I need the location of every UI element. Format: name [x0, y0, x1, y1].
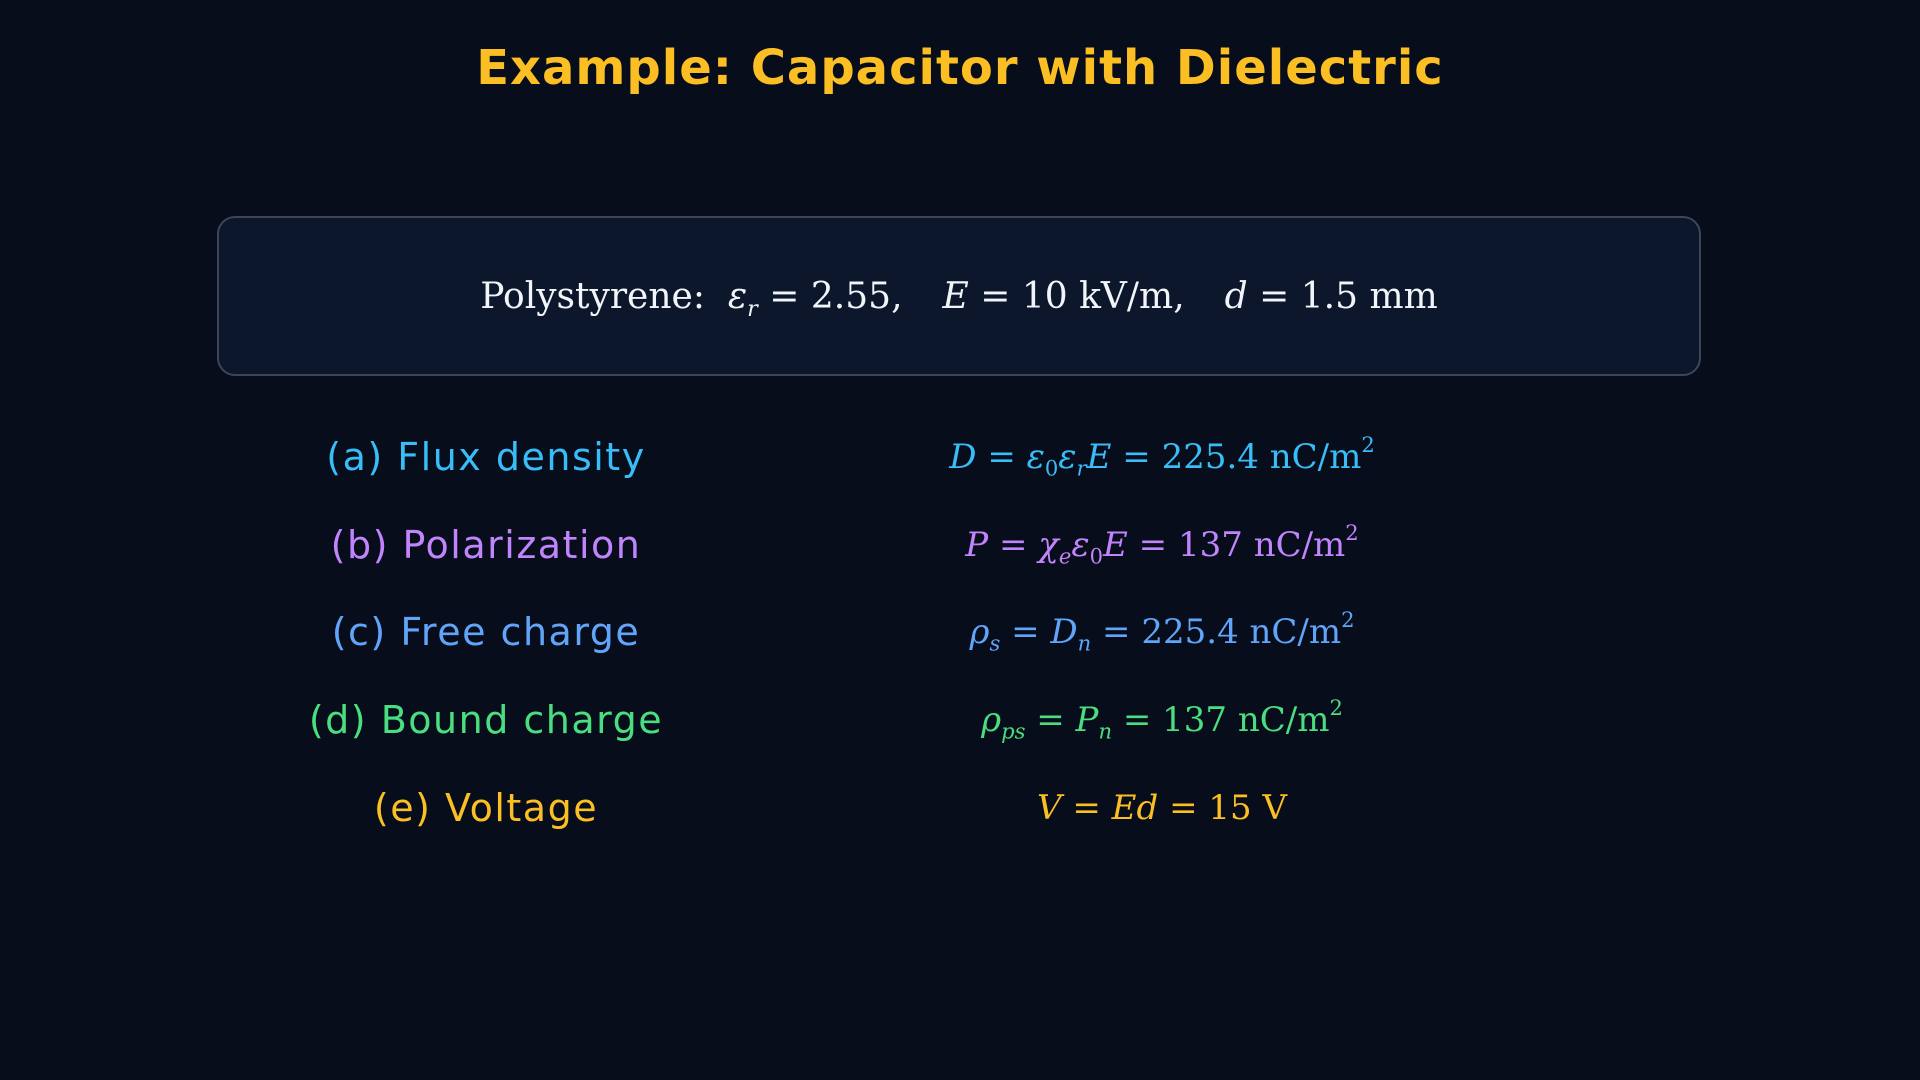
part-e-formula: V = Ed = 15 V	[1037, 788, 1287, 828]
part-d-row: (d) Bound charge ρps = Pn = 137 nC/m2	[0, 690, 1920, 750]
part-d-result: 137 nC/m	[1162, 700, 1330, 740]
material-label: Polystyrene:	[480, 275, 705, 317]
part-b-row: (b) Polarization P = χeε0E = 137 nC/m2	[0, 515, 1920, 575]
part-c-formula: ρs = Dn = 225.4 nC/m2	[969, 607, 1355, 656]
part-c-row: (c) Free charge ρs = Dn = 225.4 nC/m2	[0, 602, 1920, 662]
slide-title: Example: Capacitor with Dielectric	[476, 40, 1444, 96]
part-b-label: (b) Polarization	[330, 523, 642, 567]
d-value: 1.5 mm	[1300, 275, 1438, 317]
part-b-formula: P = χeε0E = 137 nC/m2	[965, 520, 1359, 569]
E-symbol: E	[942, 275, 969, 317]
part-a-row: (a) Flux density D = ε0εrE = 225.4 nC/m2	[0, 427, 1920, 487]
part-c-label: (c) Free charge	[331, 610, 641, 654]
part-e-label: (e) Voltage	[373, 786, 599, 830]
epsilon-r-value: 2.55	[810, 275, 892, 317]
part-e-result: 15 V	[1208, 788, 1287, 828]
given-parameters-box: Polystyrene: εr = 2.55,E = 10 kV/m,d = 1…	[217, 216, 1701, 376]
epsilon-r-symbol: εr	[727, 275, 758, 322]
part-c-result: 225.4 nC/m	[1141, 612, 1342, 652]
part-d-label: (d) Bound charge	[308, 698, 664, 742]
part-b-result: 137 nC/m	[1177, 525, 1346, 565]
d-symbol: d	[1224, 275, 1248, 317]
part-a-result: 225.4 nC/m	[1161, 437, 1362, 477]
part-a-label: (a) Flux density	[326, 435, 646, 479]
E-value: 10 kV/m	[1021, 275, 1174, 317]
part-e-row: (e) Voltage V = Ed = 15 V	[0, 778, 1920, 838]
part-a-formula: D = ε0εrE = 225.4 nC/m2	[949, 432, 1375, 481]
part-d-formula: ρps = Pn = 137 nC/m2	[981, 695, 1343, 744]
given-parameters-line: Polystyrene: εr = 2.55,E = 10 kV/m,d = 1…	[480, 275, 1438, 322]
